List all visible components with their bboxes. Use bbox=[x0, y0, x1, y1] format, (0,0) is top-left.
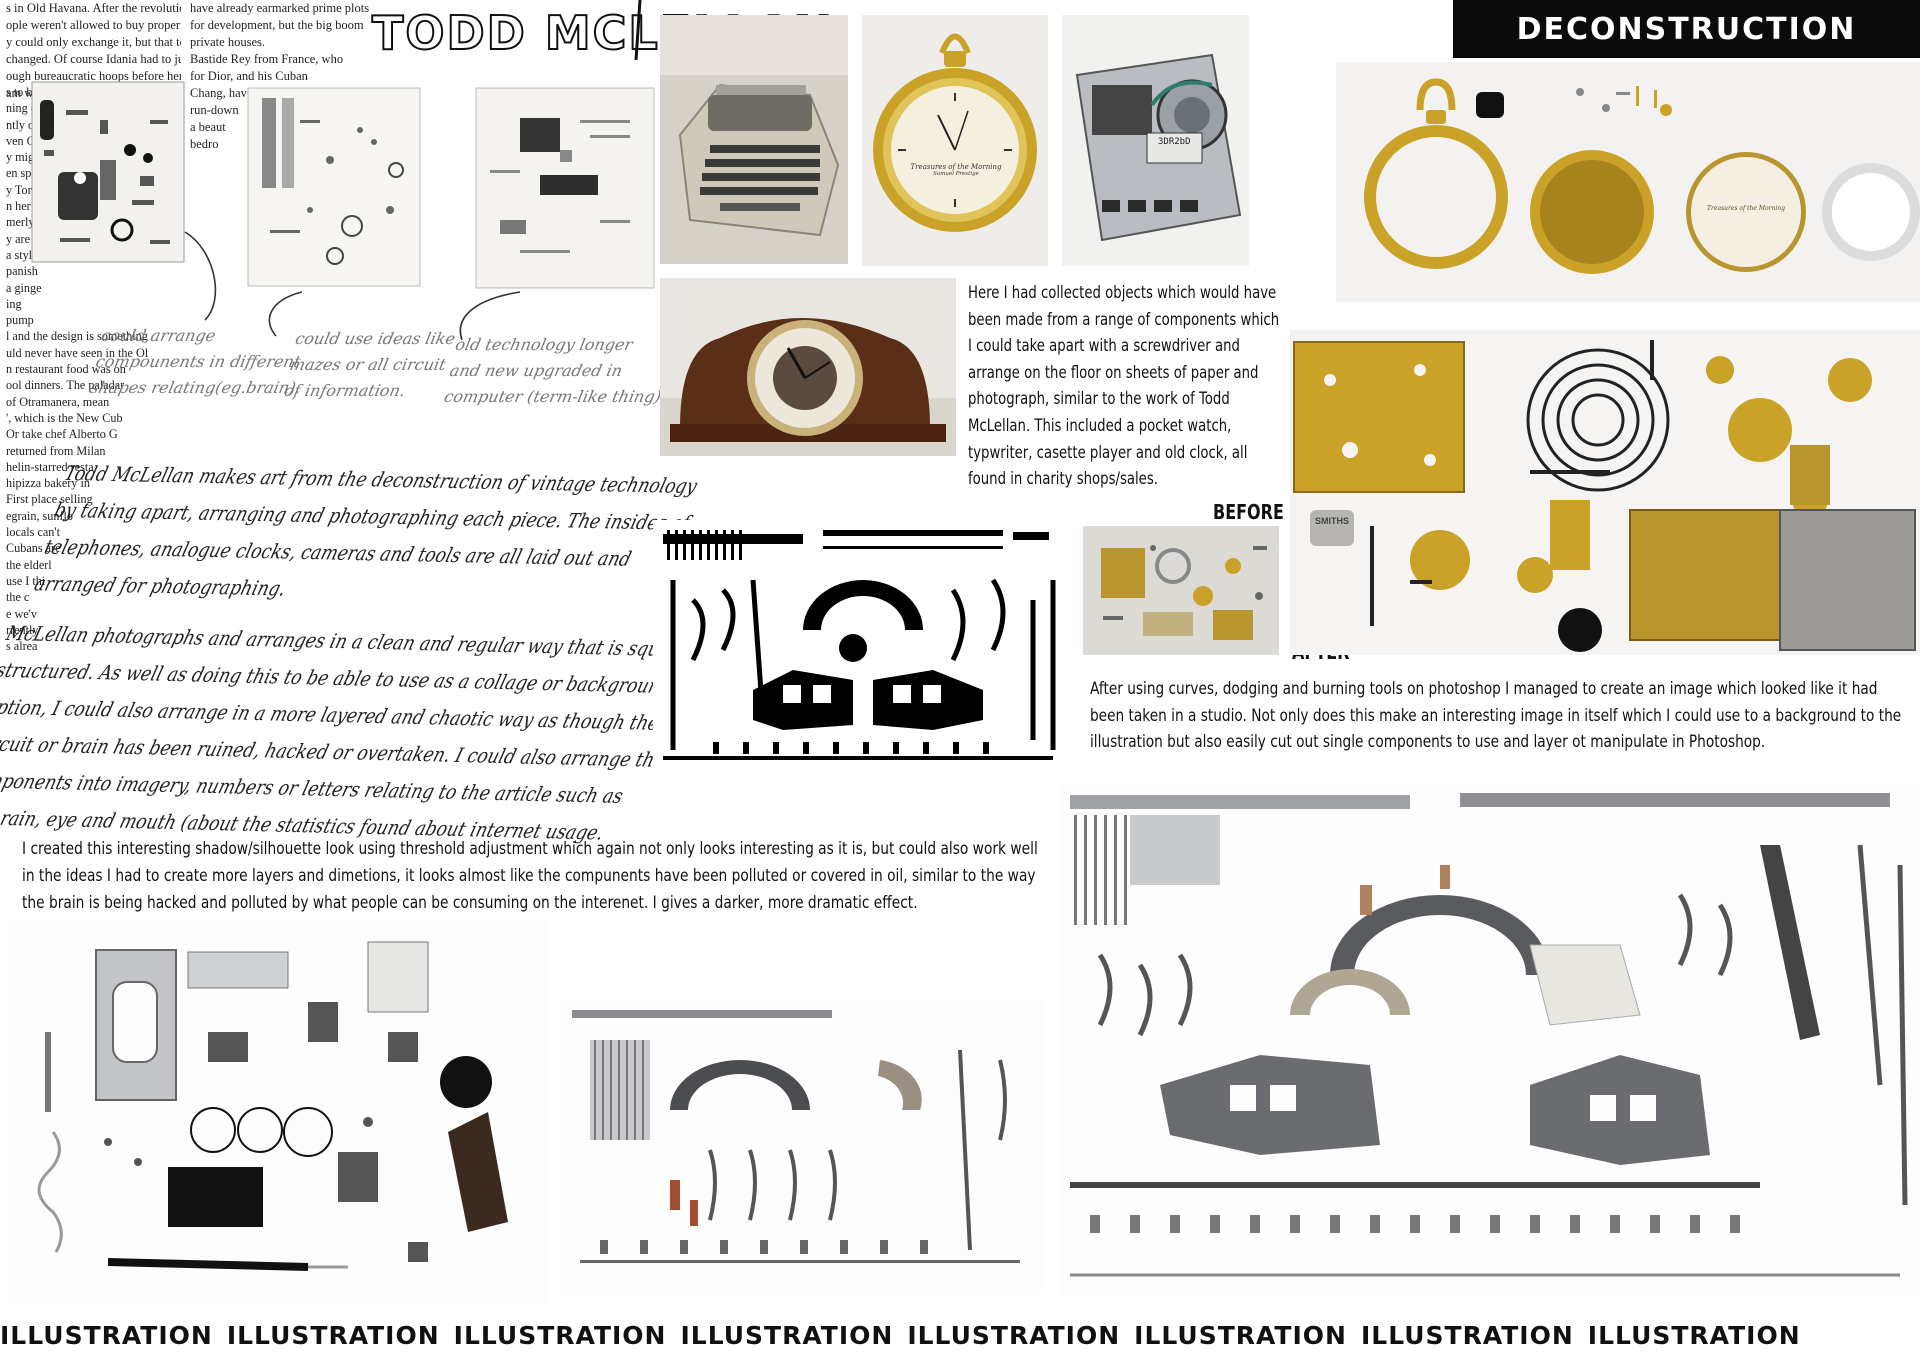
typewriter-parts-photo bbox=[560, 1000, 1044, 1290]
before-clock-parts-photo bbox=[1083, 526, 1279, 655]
magazine-text-line: First place selling bbox=[6, 492, 93, 507]
magazine-text-line: l and the design is something bbox=[6, 329, 148, 344]
magazine-text-line: for Dior, and his Cuban bbox=[190, 69, 308, 83]
intro-description: Here I had collected objects which would… bbox=[968, 283, 1280, 490]
magazine-text-line: y are bbox=[6, 231, 31, 246]
magazine-text-line: rrently bbox=[6, 622, 39, 637]
magazine-clipping: s in Old Havana. After the revolution, op… bbox=[0, 0, 833, 653]
caption-technology: old technology longer and new upgraded i… bbox=[442, 335, 664, 406]
magazine-text-line: a beaut bbox=[190, 120, 226, 134]
magazine-text-line: y Torr bbox=[6, 182, 36, 197]
magazine-text-line: run-down bbox=[190, 103, 239, 117]
cassette-parts-photo bbox=[8, 922, 548, 1302]
key-label: SMITHS bbox=[1315, 516, 1350, 526]
magazine-text-line: for development, but the big boom bbox=[190, 18, 364, 32]
magazine-text-line: Cubans are bbox=[6, 541, 61, 556]
magazine-text-line: the c bbox=[6, 590, 30, 605]
footer-illustration-strip: ILLUSTRATION ILLUSTRATION ILLUSTRATION I… bbox=[0, 1312, 1920, 1358]
magazine-text-line: ven C bbox=[6, 133, 35, 148]
footer-word: ILLUSTRATION bbox=[907, 1320, 1121, 1350]
magazine-text-line: n restaurant food was on bbox=[6, 362, 126, 377]
magazine-text-line: use I thi bbox=[6, 573, 46, 588]
magazine-text-line: changed. Of course Idania had to jump bbox=[6, 52, 181, 66]
magazine-text-line: ntly o bbox=[6, 117, 35, 132]
footer-word: ILLUSTRATION bbox=[453, 1320, 667, 1350]
threshold-silhouette-image bbox=[653, 520, 1066, 780]
clock-parts-photo: SMITHS bbox=[1290, 330, 1920, 655]
footer-word: ILLUSTRATION bbox=[680, 1320, 894, 1350]
magazine-text-line: helin-starred resta bbox=[6, 459, 94, 474]
handwritten-note-mclellan: Todd McLellan makes art from the deconst… bbox=[31, 460, 700, 601]
magazine-text-line: ing bbox=[6, 296, 22, 311]
footer-word: ILLUSTRATION bbox=[0, 1320, 213, 1350]
magazine-text-line: private houses. bbox=[190, 35, 265, 49]
magazine-text-column2: have already earmarked prime plots for de… bbox=[190, 0, 370, 153]
footer-word: ILLUSTRATION bbox=[1134, 1320, 1347, 1350]
magazine-text-line: egrain, sunflo bbox=[6, 508, 74, 523]
footer-word: ILLUSTRATION bbox=[226, 1320, 440, 1350]
caption-arrange: could arrange compounents in different s… bbox=[88, 326, 303, 397]
handwritten-note-arrangement: McLellan photographs and arranges in a c… bbox=[0, 620, 730, 845]
threshold-description: I created this interesting shadow/silhou… bbox=[22, 839, 1038, 913]
magazine-text-line: ning el bbox=[6, 101, 40, 116]
magazine-text-line: a ginge bbox=[6, 280, 42, 295]
watch-face-text: Treasures of the Morning Samuel Prestige bbox=[910, 163, 1002, 177]
footer-word: ILLUSTRATION bbox=[1360, 1320, 1574, 1350]
watch-parts-photo: Treasures of the Morning bbox=[1336, 62, 1920, 302]
cassette-label: 3DR2bD bbox=[1158, 137, 1191, 147]
magazine-text-line: s in Old Havana. After the revolution, bbox=[6, 1, 181, 15]
magazine-text-line: returned from Milan bbox=[6, 443, 106, 458]
magazine-illustrations bbox=[31, 0, 655, 341]
caption-mazes: could use ideas like mazes or all circui… bbox=[282, 329, 458, 400]
magazine-text-line: Bastide Rey from France, who bbox=[190, 52, 344, 66]
magazine-text-line: have already earmarked prime plots bbox=[190, 1, 370, 15]
magazine-text-line: ople weren't allowed to buy property, bbox=[6, 18, 181, 32]
pocket-watch-photo: Treasures of the Morning Samuel Prestige bbox=[862, 15, 1048, 266]
magazine-text-line: ool dinners. The paladar bbox=[6, 378, 125, 393]
mantel-clock-photo bbox=[660, 278, 956, 456]
magazine-text-line: pump bbox=[6, 313, 34, 328]
magazine-text-line: e we'v bbox=[6, 606, 37, 621]
magazine-text-line: the elderl bbox=[6, 557, 52, 572]
magazine-text-line: bedro bbox=[190, 137, 219, 151]
curves-description: After using curves, dodging and burning … bbox=[1090, 679, 1902, 752]
magazine-text-line: ough bureaucratic hoops before her bbox=[6, 69, 181, 83]
magazine-text-line: s alrea bbox=[6, 639, 38, 654]
label-before: BEFORE bbox=[1213, 500, 1284, 524]
magazine-text-line: locals can't bbox=[6, 525, 60, 540]
magazine-text-line: of Otramanera, mean bbox=[6, 394, 110, 409]
magazine-text-line: a style bbox=[6, 247, 38, 262]
header-banner: DECONSTRUCTION bbox=[1453, 0, 1920, 58]
magazine-text-line: Or take chef Alberto G bbox=[6, 427, 118, 442]
magazine-text-line: hipizza bakery in bbox=[6, 476, 90, 491]
magazine-text-line: y could only exchange it, but that too bbox=[6, 35, 181, 49]
magazine-text-line: uld never have seen in the Ol bbox=[6, 345, 149, 360]
typewriter-photo bbox=[660, 15, 848, 264]
cassette-mechanism-photo: 3DR2bD bbox=[1062, 15, 1249, 266]
typewriter-parts-large-photo bbox=[1060, 785, 1920, 1297]
magazine-text-line: ', which is the New Cub bbox=[6, 410, 123, 425]
magazine-text-line: panish bbox=[6, 264, 38, 279]
header-title: DECONSTRUCTION bbox=[1516, 11, 1857, 47]
watch-parts-face-text: Treasures of the Morning bbox=[1707, 205, 1785, 212]
footer-word: ILLUSTRATION bbox=[1587, 1320, 1801, 1350]
magazine-text-line: s to b bbox=[6, 85, 33, 99]
magazine-text-line: en sp bbox=[6, 166, 32, 181]
